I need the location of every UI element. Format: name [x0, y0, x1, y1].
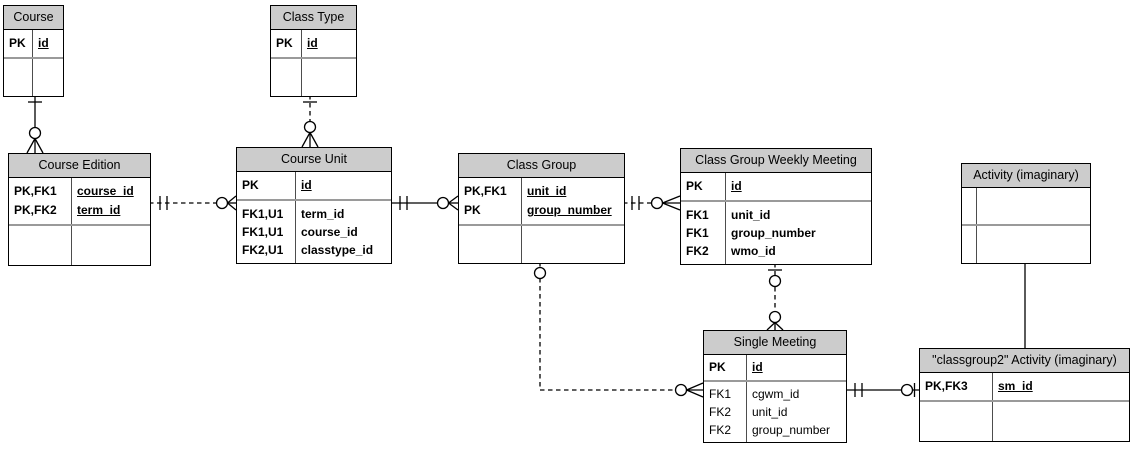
field-name: id	[301, 178, 312, 192]
table-row: PK,FK2 term_id	[9, 201, 150, 220]
table-row: FK1,U1 term_id	[237, 205, 391, 223]
empty-attributes-section	[459, 224, 624, 263]
table-row: FK2 group_number	[704, 421, 846, 439]
table-row: PK,FK3 sm_id	[920, 377, 1129, 396]
field-name: classtype_id	[301, 243, 374, 257]
field-name: id	[731, 179, 742, 193]
field-name: course_id	[301, 225, 358, 239]
table-row: PK id	[237, 176, 391, 195]
key-label: PK	[464, 203, 481, 217]
table-activity-imaginary: Activity (imaginary)	[961, 163, 1091, 264]
table-row: PK group_number	[459, 201, 624, 220]
table-course-unit: Course Unit PK id FK1,U1 term_id FK1,U1 …	[236, 147, 392, 264]
table-class-type: Class Type PK id	[270, 5, 357, 97]
table-row: FK2 wmo_id	[681, 242, 871, 260]
field-name: cgwm_id	[752, 387, 800, 401]
key-label: FK1,U1	[242, 207, 284, 221]
table-row: PK,FK1 course_id	[9, 182, 150, 201]
key-label: PK	[709, 360, 726, 374]
table-row: FK1 group_number	[681, 224, 871, 242]
field-name: id	[752, 360, 763, 374]
key-label: PK	[9, 36, 26, 50]
key-label: FK1	[709, 387, 732, 401]
table-title: Course Edition	[9, 154, 150, 178]
key-label: PK,FK3	[925, 379, 968, 393]
table-row: FK2,U1 classtype_id	[237, 241, 391, 259]
table-title: Single Meeting	[704, 331, 846, 355]
rel-courseunit-to-classgroup	[390, 195, 459, 211]
table-title: Class Type	[271, 6, 356, 30]
table-classgroup2-activity: "classgroup2" Activity (imaginary) PK,FK…	[919, 348, 1130, 442]
field-name: term_id	[301, 207, 345, 221]
table-title: Course Unit	[237, 148, 391, 172]
field-name: group_number	[527, 203, 612, 217]
key-label: PK,FK2	[14, 203, 57, 217]
empty-attributes-section	[9, 224, 150, 265]
table-title: Course	[4, 6, 63, 30]
key-label: PK	[242, 178, 259, 192]
key-label: PK	[276, 36, 293, 50]
table-row: PK id	[704, 358, 846, 377]
key-label: FK2	[709, 405, 732, 419]
table-single-meeting: Single Meeting PK id FK1 cgwm_id FK2 uni…	[703, 330, 847, 443]
table-row: FK2 unit_id	[704, 403, 846, 421]
table-course: Course PK id	[3, 5, 64, 97]
rel-classgroup-to-singlemeeting	[533, 254, 704, 398]
field-name: term_id	[77, 203, 121, 217]
key-label: FK1,U1	[242, 225, 284, 239]
table-title: Class Group Weekly Meeting	[681, 149, 871, 173]
table-row: PK id	[681, 177, 871, 196]
field-name: group_number	[752, 423, 831, 437]
field-name: course_id	[77, 184, 134, 198]
table-class-group-weekly-meeting: Class Group Weekly Meeting PK id FK1 uni…	[680, 148, 872, 265]
field-name: wmo_id	[731, 244, 776, 258]
rel-classgroup-to-cgwm	[623, 195, 681, 211]
rel-course-to-course-edition	[26, 87, 44, 154]
key-label: FK2,U1	[242, 243, 284, 257]
table-title: "classgroup2" Activity (imaginary)	[920, 349, 1129, 373]
empty-attributes-section	[4, 57, 63, 96]
table-row: FK1 unit_id	[681, 206, 871, 224]
field-name: id	[307, 36, 318, 50]
table-course-edition: Course Edition PK,FK1 course_id PK,FK2 t…	[8, 153, 151, 266]
empty-key-section	[962, 188, 1090, 224]
field-name: id	[38, 36, 49, 50]
rel-cgwm-to-singlemeeting	[766, 263, 784, 331]
table-row: PK,FK1 unit_id	[459, 182, 624, 201]
key-label: PK	[686, 179, 703, 193]
field-name: sm_id	[998, 379, 1033, 393]
key-label: FK1	[686, 226, 709, 240]
key-label: FK2	[709, 423, 732, 437]
table-row: PK id	[4, 34, 63, 53]
field-name: unit_id	[752, 405, 788, 419]
rel-courseedition-to-courseunit	[149, 195, 237, 211]
rel-singlemeeting-to-classgroup2	[845, 383, 919, 397]
table-row: PK id	[271, 34, 356, 53]
table-title: Class Group	[459, 154, 624, 178]
empty-attributes-section	[271, 57, 356, 96]
key-label: PK,FK1	[14, 184, 57, 198]
field-name: group_number	[731, 226, 816, 240]
table-title: Activity (imaginary)	[962, 164, 1090, 188]
empty-attributes-section	[920, 400, 1129, 441]
empty-attributes-section	[962, 224, 1090, 263]
key-label: FK1	[686, 208, 709, 222]
key-label: PK,FK1	[464, 184, 507, 198]
table-row: FK1,U1 course_id	[237, 223, 391, 241]
field-name: unit_id	[731, 208, 771, 222]
key-label: FK2	[686, 244, 709, 258]
table-row: FK1 cgwm_id	[704, 385, 846, 403]
table-class-group: Class Group PK,FK1 unit_id PK group_numb…	[458, 153, 625, 264]
field-name: unit_id	[527, 184, 567, 198]
